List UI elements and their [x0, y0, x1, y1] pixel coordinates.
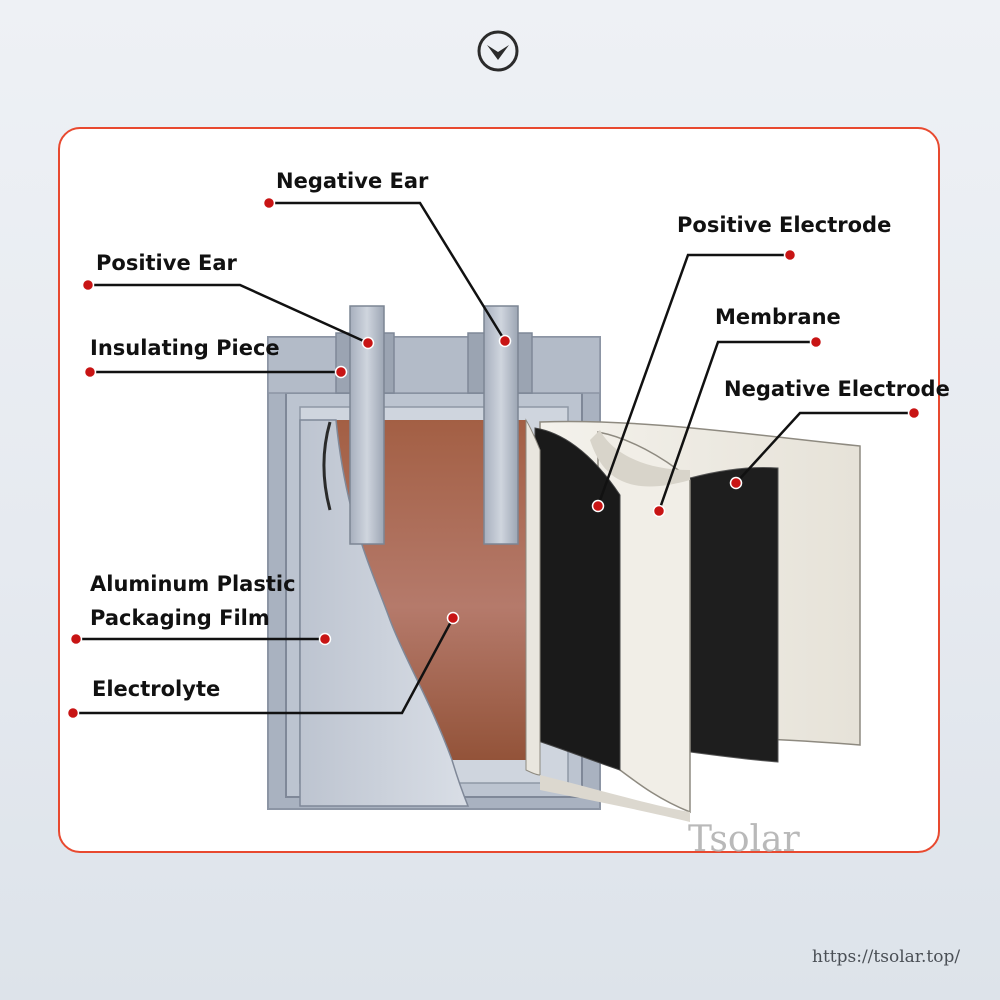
site-url[interactable]: https://tsolar.top/ — [812, 947, 961, 967]
leader-dot — [81, 278, 95, 292]
leader-dot — [591, 499, 605, 513]
leader-dot — [334, 365, 348, 379]
label-negative-ear: Negative Ear — [276, 169, 429, 193]
label-aluminum-film-line2: Packaging Film — [90, 606, 270, 630]
label-electrolyte: Electrolyte — [92, 677, 221, 701]
leader-lines — [73, 201, 914, 715]
leader-dot — [83, 365, 97, 379]
battery-cutaway-diagram — [66, 196, 921, 822]
positive-tab — [335, 305, 395, 545]
label-insulating-piece: Insulating Piece — [90, 336, 280, 360]
leader-dot — [262, 196, 276, 210]
leader-dot — [783, 248, 797, 262]
chevron-down-circle-icon[interactable] — [476, 29, 520, 73]
leader-dot — [361, 336, 375, 350]
label-aluminum-film-line1: Aluminum Plastic — [90, 572, 296, 596]
leader-dot — [69, 632, 83, 646]
leader-dot — [318, 632, 332, 646]
leader-dot — [809, 335, 823, 349]
label-membrane: Membrane — [715, 305, 841, 329]
leader-dot — [729, 476, 743, 490]
leader-dot — [907, 406, 921, 420]
watermark: Tsolar — [688, 819, 800, 860]
label-positive-ear: Positive Ear — [96, 251, 237, 275]
leader-dot — [498, 334, 512, 348]
electrode-stack — [525, 418, 861, 822]
label-negative-electrode: Negative Electrode — [724, 377, 950, 401]
leader-dot — [652, 504, 666, 518]
leader-dot — [66, 706, 80, 720]
label-positive-electrode: Positive Electrode — [677, 213, 892, 237]
diagram-frame — [58, 127, 940, 853]
leader-dot — [446, 611, 460, 625]
